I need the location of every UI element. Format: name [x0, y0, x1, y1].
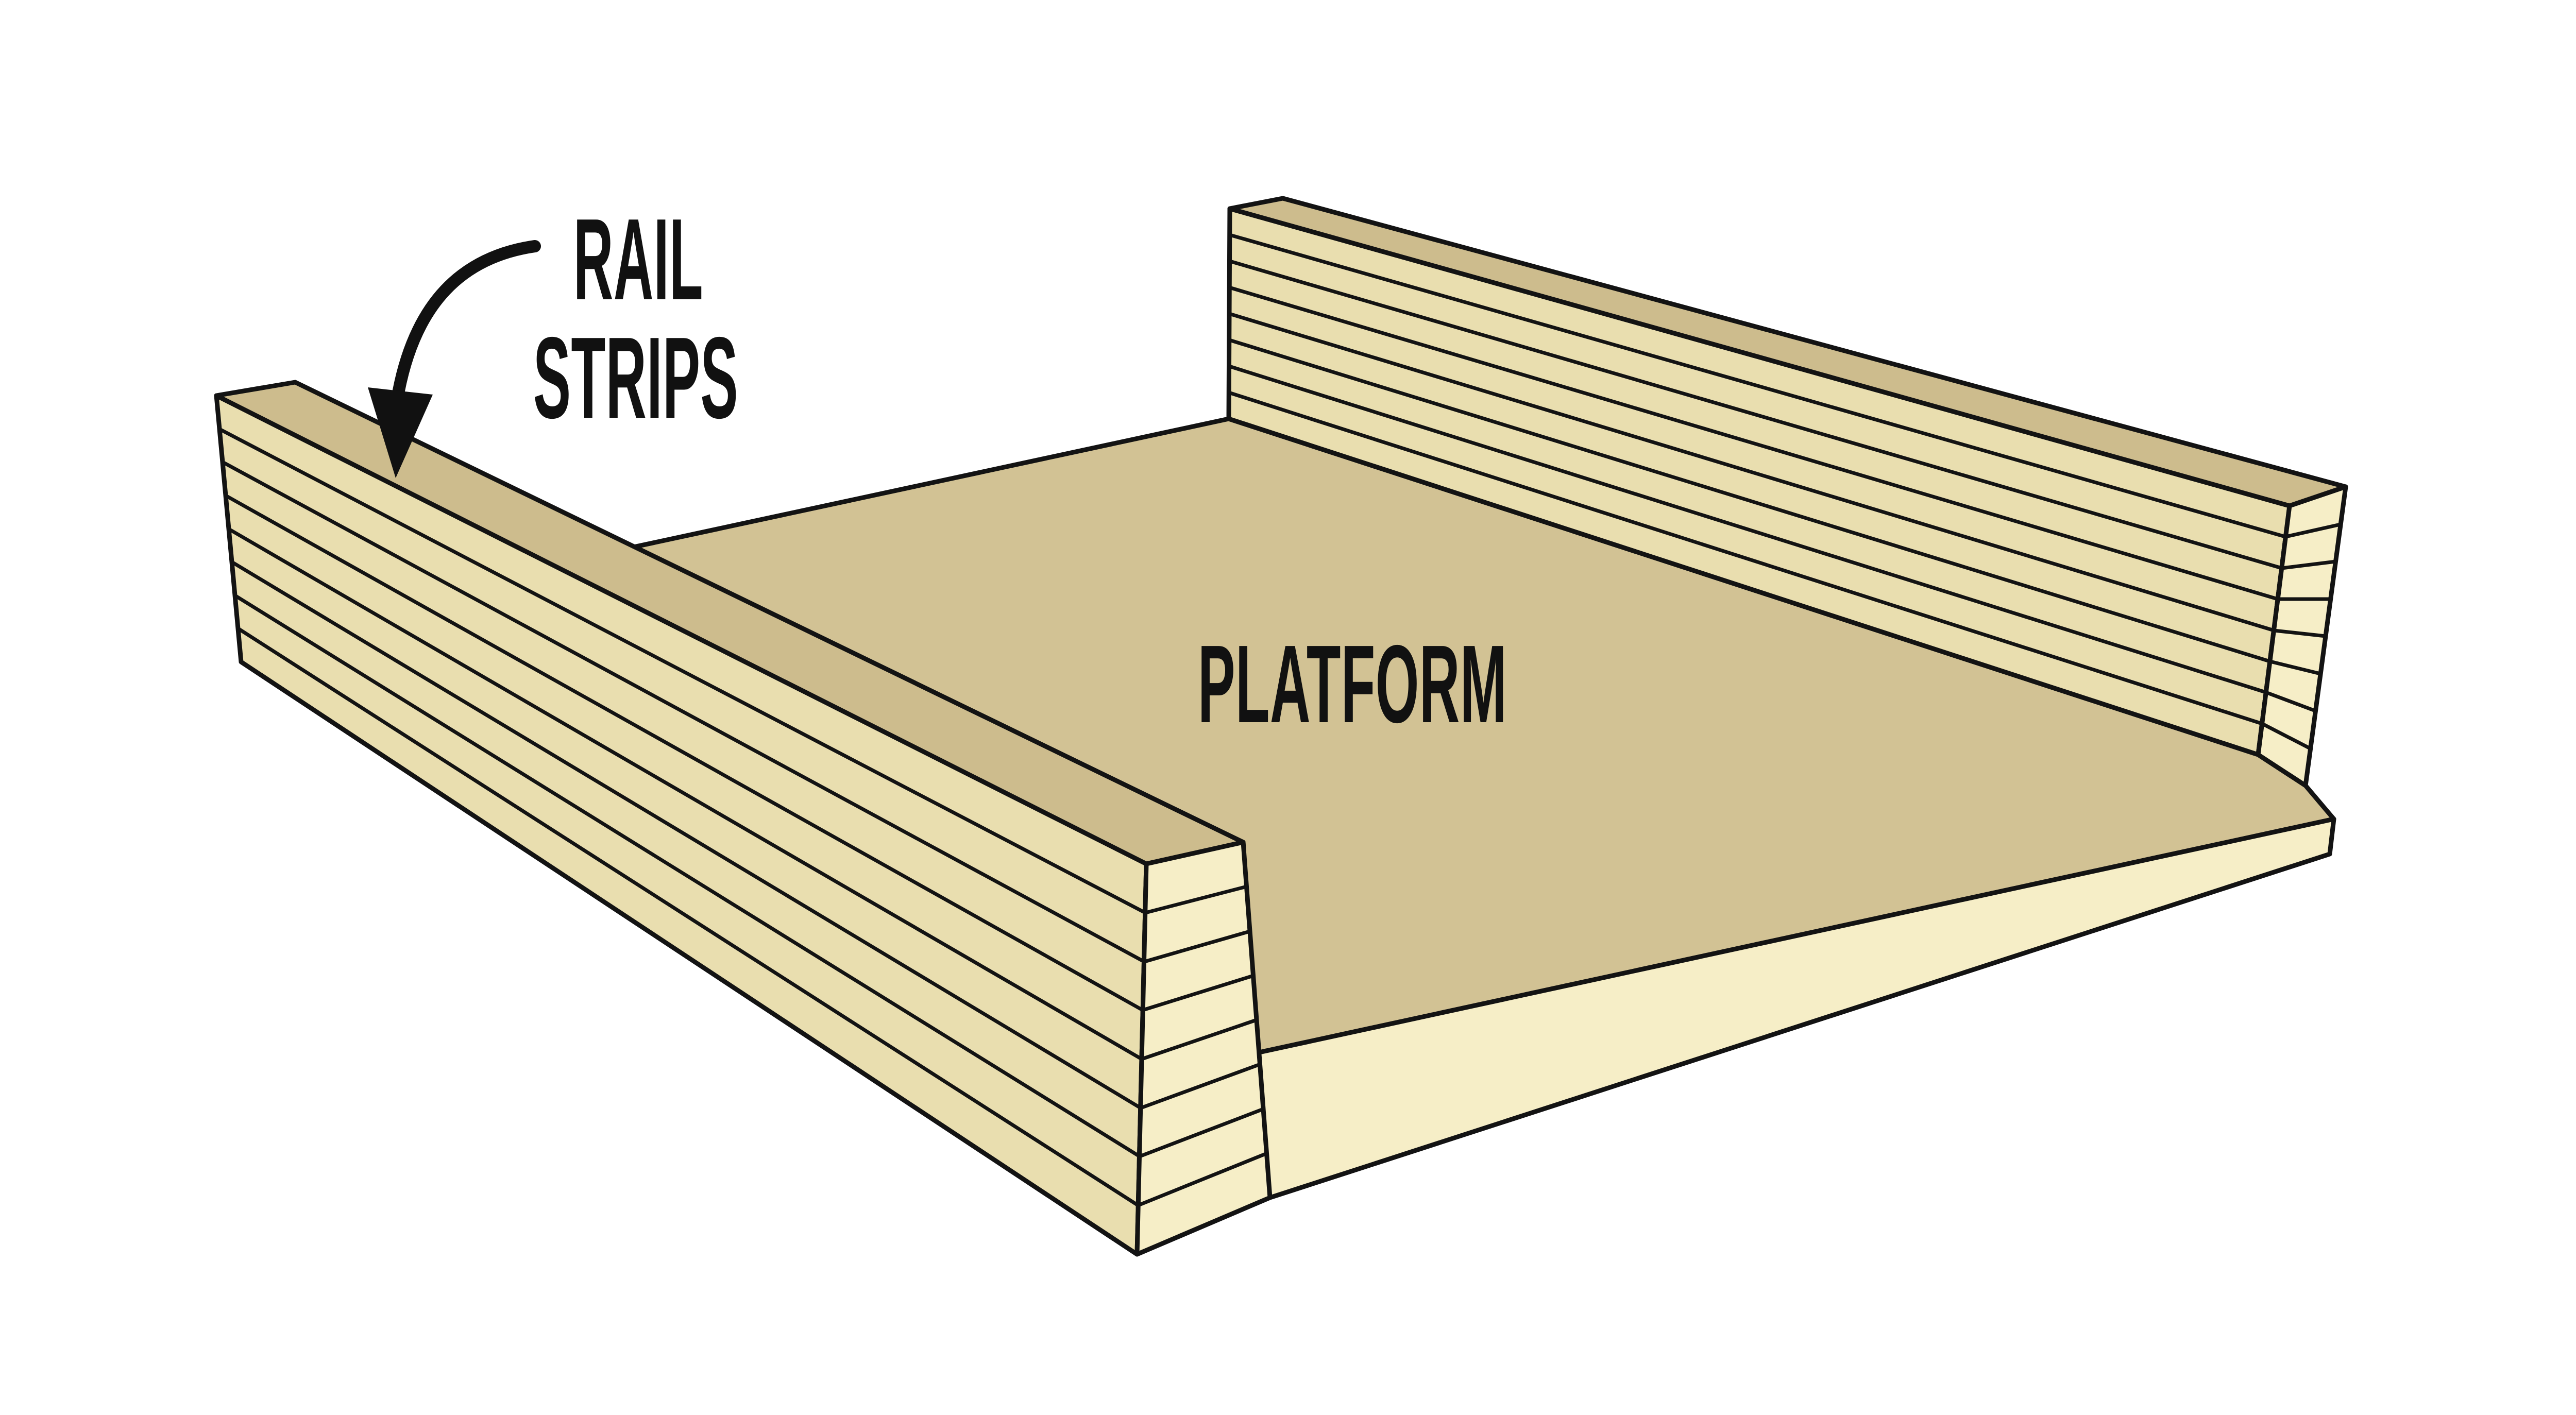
right-rail-strip-lines	[1228, 233, 2286, 726]
left-rail-end-cap	[1134, 840, 1273, 1257]
left-rail-end-cap-lines	[1137, 884, 1268, 1207]
right-rail-strip-stack	[1226, 196, 2348, 788]
left-rail-strip-stack	[214, 380, 1273, 1257]
rail-strips-label-line1: RAIL	[573, 194, 703, 324]
rail-strips-label-line2: STRIPS	[533, 313, 738, 442]
right-rail-end-cap-lines	[2261, 522, 2341, 751]
platform-label: PLATFORM	[1198, 622, 1507, 746]
arrow-curve	[391, 240, 541, 408]
left-rail-strip-lines	[218, 427, 1146, 1207]
callout-arrow-icon	[368, 240, 541, 478]
arrow-head-icon	[368, 387, 433, 478]
